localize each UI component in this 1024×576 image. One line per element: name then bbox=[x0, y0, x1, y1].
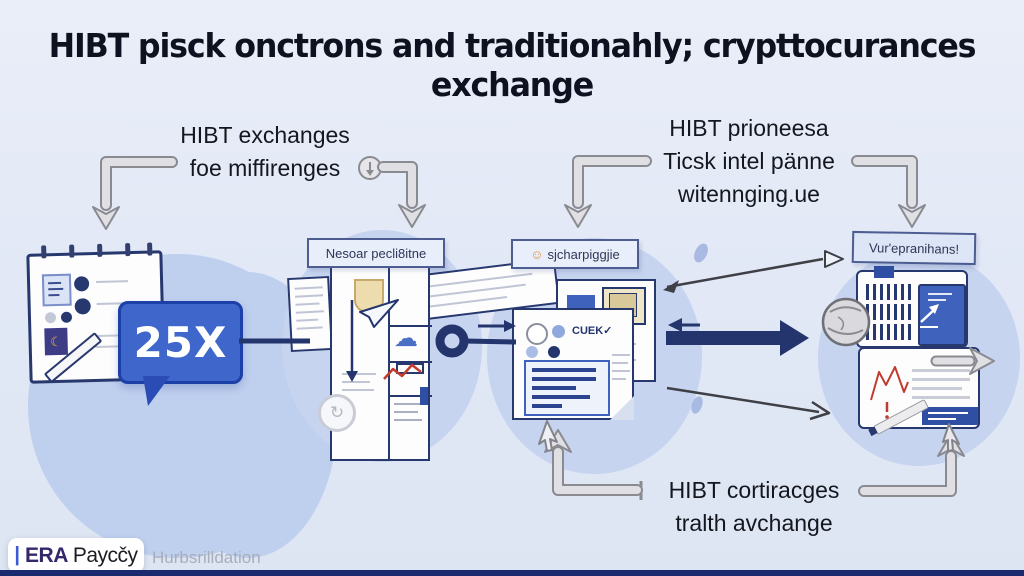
footer-tagline: Hurbsrilldation bbox=[152, 548, 261, 567]
label-line: witennging.ue bbox=[678, 181, 820, 207]
list-bullet bbox=[526, 346, 538, 358]
refresh-glyph: ↻ bbox=[329, 403, 345, 422]
panel4-caption: Vur'epranihans! bbox=[851, 230, 977, 266]
smiley-icon: ☺ bbox=[530, 246, 544, 262]
logo-suffix-text: Paycčy bbox=[72, 543, 138, 567]
logo-separator: | bbox=[14, 544, 21, 566]
caption-text: Vur'epranihans! bbox=[868, 239, 960, 257]
binder-stud-icon bbox=[41, 245, 47, 259]
label-top-left: HIBT exchanges foe miffirenges bbox=[150, 119, 380, 185]
binder-stud-icon bbox=[125, 243, 131, 257]
blue-chart-card bbox=[918, 284, 966, 346]
smudge-decoration bbox=[694, 243, 708, 263]
refresh-icon: ↻ bbox=[318, 394, 356, 432]
document-grid: ☁ bbox=[330, 263, 432, 461]
label-line: HIBT prioneesa bbox=[669, 115, 829, 141]
barcode-table-icon bbox=[866, 284, 912, 340]
binder-stud-icon bbox=[97, 243, 103, 257]
caption-text: Nesoar pecli8itne bbox=[325, 245, 427, 261]
list-bullet bbox=[44, 312, 57, 324]
label-line: foe miffirenges bbox=[189, 155, 341, 181]
binder-stud-icon bbox=[69, 244, 75, 258]
panel2-caption: Nesoar pecli8itne bbox=[307, 238, 445, 268]
clip-tab bbox=[874, 266, 894, 278]
footer-bar-block bbox=[922, 407, 978, 425]
document-front: CUEK✓ bbox=[512, 308, 634, 420]
logo-brand-text: ERA bbox=[25, 543, 68, 567]
document-small bbox=[287, 275, 333, 353]
scroll-bar bbox=[420, 387, 428, 405]
label-line: tralth avchange bbox=[675, 510, 833, 536]
label-line: HIBT cortiracges bbox=[668, 477, 840, 503]
crescent-icon: ☾ bbox=[50, 333, 63, 349]
page-title: HIBT pisck onctrons and traditionahly; c… bbox=[48, 26, 977, 104]
list-bullet bbox=[552, 325, 565, 338]
list-bullet bbox=[60, 311, 73, 323]
label-bottom-right: HIBT cortiracges tralth avchange bbox=[645, 474, 863, 540]
clock-icon bbox=[526, 323, 548, 345]
tray-icon bbox=[396, 363, 424, 374]
bottom-accent-bar bbox=[0, 570, 1024, 576]
list-bullet bbox=[548, 346, 560, 358]
cloud-icon: ☁ bbox=[394, 325, 418, 352]
doc-label: CUEK✓ bbox=[572, 324, 612, 337]
label-line: Ticsk intel pänne bbox=[663, 148, 835, 174]
binder-stud-icon bbox=[147, 242, 153, 256]
label-line: HIBT exchanges bbox=[180, 122, 350, 148]
doc-label-text: CUEK bbox=[572, 325, 604, 337]
text-block bbox=[524, 360, 610, 416]
badge-text: 25X bbox=[133, 318, 228, 367]
card-bottom bbox=[858, 347, 980, 429]
shield-badge-icon bbox=[354, 279, 384, 313]
label-top-right: HIBT prioneesa Ticsk intel pänne witenng… bbox=[618, 112, 880, 211]
speech-bubble-tail bbox=[143, 376, 170, 406]
caption-text: sjcharpiggjie bbox=[547, 246, 620, 262]
panel3-caption: ☺ sjcharpiggjie bbox=[511, 239, 639, 269]
diagonal-arrow-up-icon bbox=[663, 250, 844, 293]
crescent-stamp-icon: ☾ bbox=[44, 327, 68, 356]
multiplier-badge: 25X bbox=[118, 301, 243, 384]
brand-logo: | ERA Paycčy bbox=[8, 538, 144, 573]
page-fold bbox=[610, 396, 634, 420]
list-bullet bbox=[74, 298, 91, 315]
check-icon: ✓ bbox=[603, 325, 613, 337]
stamp-icon bbox=[41, 273, 72, 307]
list-bullet bbox=[73, 276, 90, 292]
card-top bbox=[856, 266, 968, 348]
